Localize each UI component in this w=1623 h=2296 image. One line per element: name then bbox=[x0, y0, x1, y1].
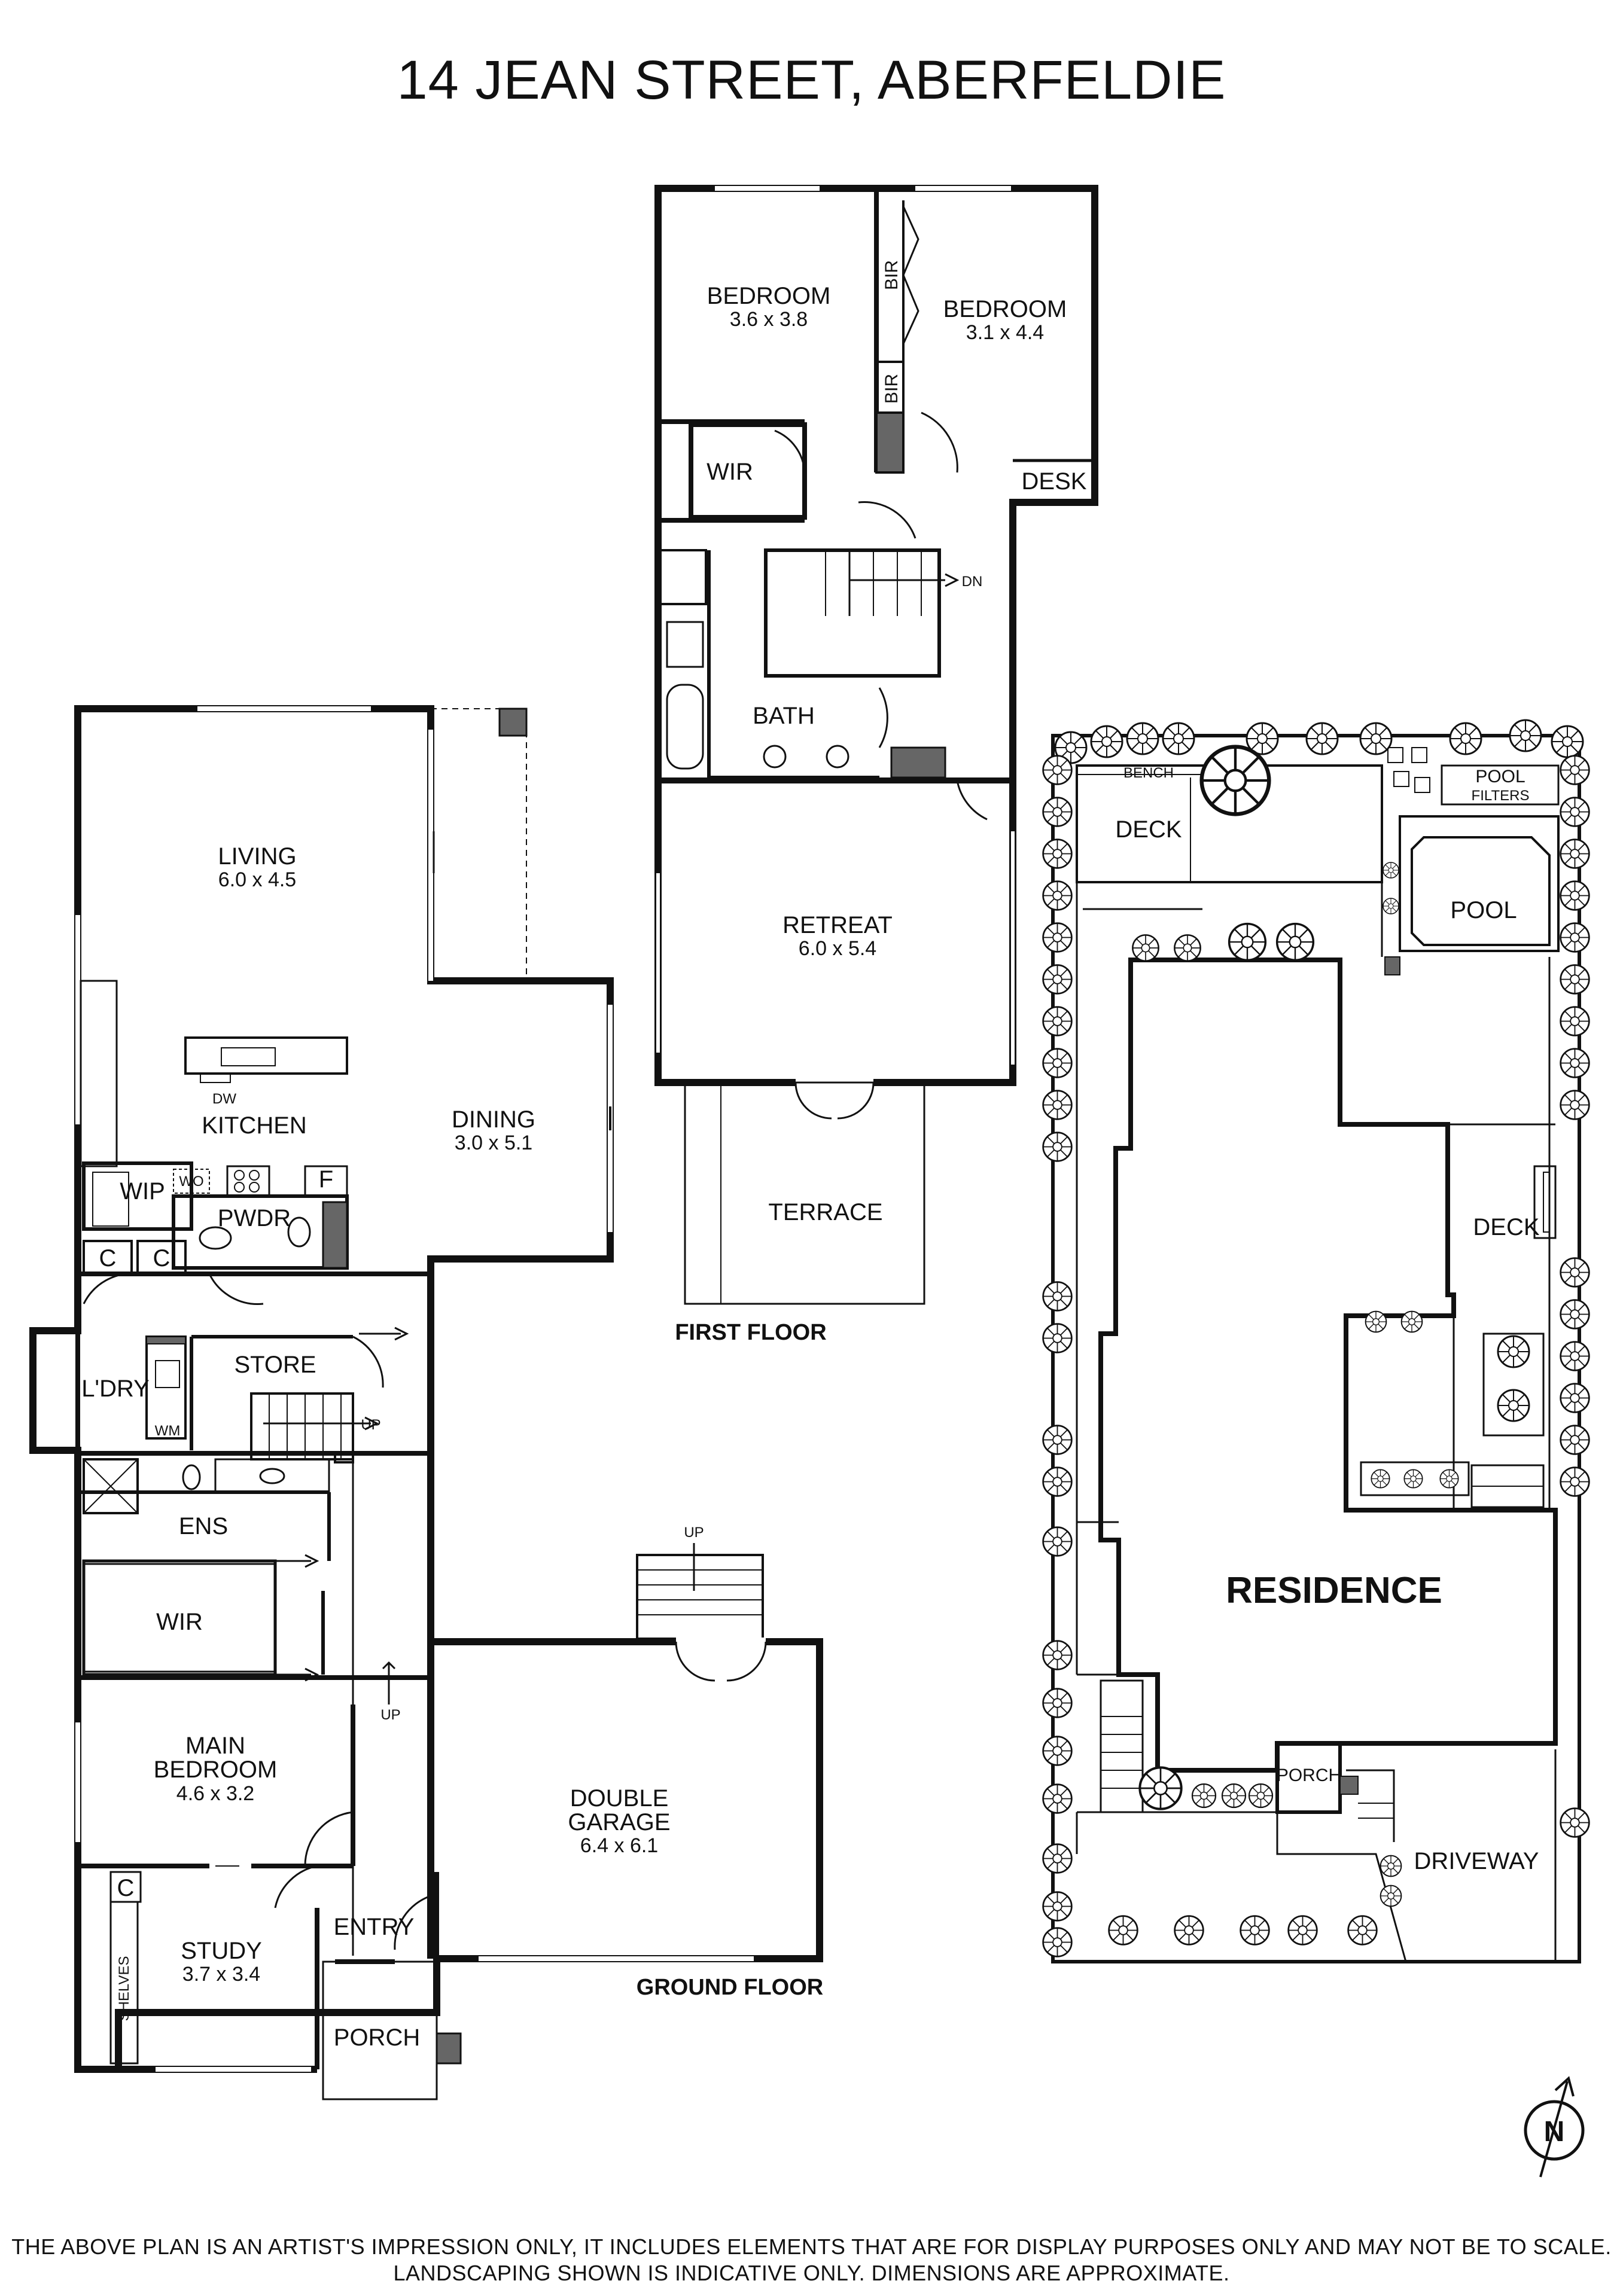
entry-label: ENTRY bbox=[334, 1914, 415, 1940]
store-label: STORE bbox=[234, 1352, 316, 1378]
compass-letter: N bbox=[1544, 2116, 1565, 2148]
main-bedroom-label-1: MAIN bbox=[185, 1733, 245, 1759]
bench-label: BENCH bbox=[1123, 765, 1174, 781]
wir-upper-label: WIR bbox=[707, 459, 753, 485]
c2-label: C bbox=[153, 1245, 170, 1272]
pool-filters-label-2: FILTERS bbox=[1472, 788, 1530, 804]
study-dim: 3.7 x 3.4 bbox=[182, 1963, 260, 1986]
dw-label: DW bbox=[212, 1091, 236, 1107]
retreat-dim: 6.0 x 5.4 bbox=[799, 937, 876, 960]
residence-label: RESIDENCE bbox=[1226, 1570, 1442, 1611]
ground-floor-plan bbox=[29, 705, 823, 2100]
disclaimer-line-2: LANDSCAPING SHOWN IS INDICATIVE ONLY. DI… bbox=[393, 2261, 1230, 2285]
kitchen-label: KITCHEN bbox=[202, 1112, 307, 1139]
bedroom2-label: BEDROOM bbox=[943, 296, 1067, 322]
garage-label-1: DOUBLE bbox=[570, 1785, 669, 1812]
first-floor-label: FIRST FLOOR bbox=[675, 1320, 826, 1345]
bedroom1-label: BEDROOM bbox=[707, 283, 831, 309]
dn-label: DN bbox=[962, 574, 983, 590]
bedroom2-dim: 3.1 x 4.4 bbox=[966, 321, 1044, 344]
pool-label: POOL bbox=[1450, 897, 1517, 923]
c1-label: C bbox=[99, 1245, 117, 1272]
bath-label: BATH bbox=[753, 703, 815, 729]
wo-label: WO bbox=[179, 1173, 203, 1190]
site-porch-label: PORCH bbox=[1277, 1766, 1341, 1785]
laundry-label: L'DRY bbox=[81, 1376, 150, 1402]
shelves-label: SHELVES bbox=[116, 1956, 132, 2021]
terrace-label: TERRACE bbox=[768, 1199, 882, 1225]
up2-label: UP bbox=[380, 1707, 400, 1723]
living-label: LIVING bbox=[218, 843, 296, 870]
pool-filters-label-1: POOL bbox=[1475, 767, 1525, 786]
c3-label: C bbox=[117, 1875, 135, 1901]
pwdr-label: PWDR bbox=[218, 1205, 291, 1231]
retreat-label: RETREAT bbox=[782, 912, 893, 938]
disclaimer-line-1: THE ABOVE PLAN IS AN ARTIST'S IMPRESSION… bbox=[11, 2234, 1612, 2259]
disclaimer: THE ABOVE PLAN IS AN ARTIST'S IMPRESSION… bbox=[0, 2234, 1623, 2286]
wm-label: WM bbox=[155, 1423, 181, 1439]
f-label: F bbox=[319, 1166, 333, 1193]
ground-floor-label: GROUND FLOOR bbox=[637, 1975, 823, 2000]
deck1-label: DECK bbox=[1115, 816, 1182, 843]
living-dim: 6.0 x 4.5 bbox=[218, 868, 296, 891]
page-title: 14 JEAN STREET, ABERFELDIE bbox=[397, 50, 1226, 111]
dining-dim: 3.0 x 5.1 bbox=[455, 1132, 532, 1154]
first-floor-plan bbox=[654, 185, 1098, 1305]
bir1-label: BIR bbox=[882, 260, 902, 290]
wip-label: WIP bbox=[120, 1178, 165, 1205]
porch-label: PORCH bbox=[334, 2024, 420, 2051]
desk-label: DESK bbox=[1022, 468, 1087, 495]
up1-label: UP bbox=[361, 1417, 380, 1433]
bir2-label: BIR bbox=[882, 374, 902, 404]
up3-label: UP bbox=[684, 1524, 704, 1541]
dining-label: DINING bbox=[452, 1106, 535, 1133]
main-bedroom-dim: 4.6 x 3.2 bbox=[176, 1782, 254, 1805]
bedroom1-dim: 3.6 x 3.8 bbox=[730, 308, 808, 331]
driveway-label: DRIVEWAY bbox=[1414, 1848, 1539, 1874]
compass bbox=[1524, 2076, 1585, 2178]
garage-dim: 6.4 x 6.1 bbox=[580, 1834, 658, 1857]
garage-label-2: GARAGE bbox=[568, 1809, 670, 1835]
deck2-label: DECK bbox=[1473, 1214, 1539, 1240]
wir-lower-label: WIR bbox=[156, 1609, 203, 1635]
main-bedroom-label-2: BEDROOM bbox=[154, 1757, 278, 1783]
ens-label: ENS bbox=[179, 1513, 228, 1539]
study-label: STUDY bbox=[181, 1938, 262, 1964]
